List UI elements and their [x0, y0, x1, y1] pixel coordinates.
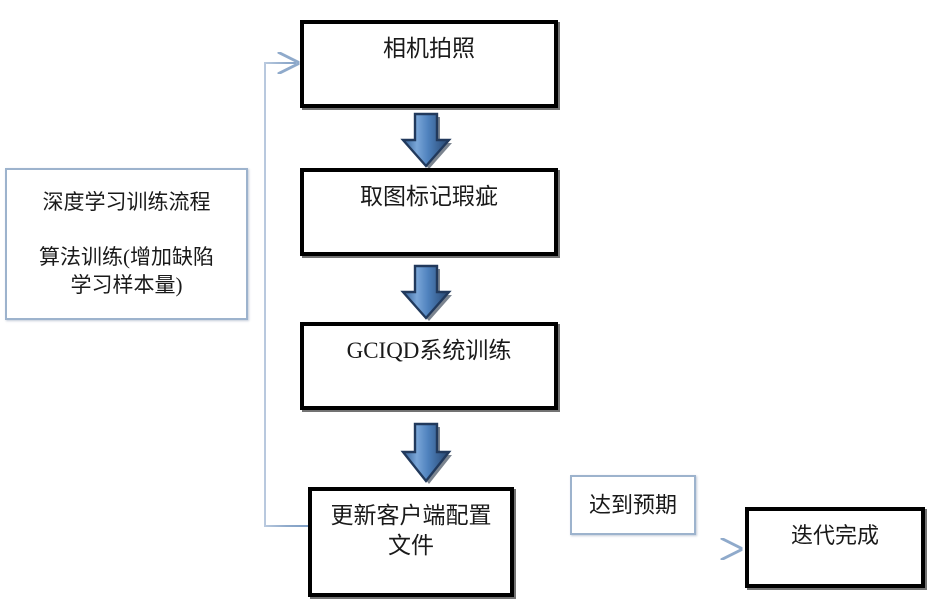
- block-arrow-down-1: [400, 112, 452, 169]
- block-arrow-down-2: [400, 264, 452, 321]
- terminal-node[interactable]: 迭代完成: [745, 507, 925, 588]
- connector-feedback-loop: [264, 63, 308, 527]
- step-mark-label: 取图标记瑕疵: [360, 184, 498, 209]
- info-panel-title: 深度学习训练流程: [42, 190, 211, 215]
- expectation-label: 达到预期: [588, 492, 677, 518]
- step-train[interactable]: GCIQD系统训练: [300, 322, 558, 410]
- info-panel: 深度学习训练流程 算法训练(增加缺陷 学习样本量): [5, 168, 248, 320]
- step-camera-label: 相机拍照: [383, 36, 475, 61]
- step-update[interactable]: 更新客户端配置 文件: [308, 487, 514, 597]
- expectation-annotation: 达到预期: [570, 475, 696, 535]
- step-train-label: GCIQD系统训练: [346, 338, 512, 363]
- step-mark[interactable]: 取图标记瑕疵: [300, 168, 558, 256]
- step-update-label: 更新客户端配置 文件: [330, 503, 492, 559]
- info-panel-detail: 算法训练(增加缺陷 学习样本量): [39, 244, 214, 298]
- step-camera[interactable]: 相机拍照: [300, 20, 558, 108]
- terminal-label: 迭代完成: [790, 523, 879, 548]
- block-arrow-down-3: [400, 422, 452, 484]
